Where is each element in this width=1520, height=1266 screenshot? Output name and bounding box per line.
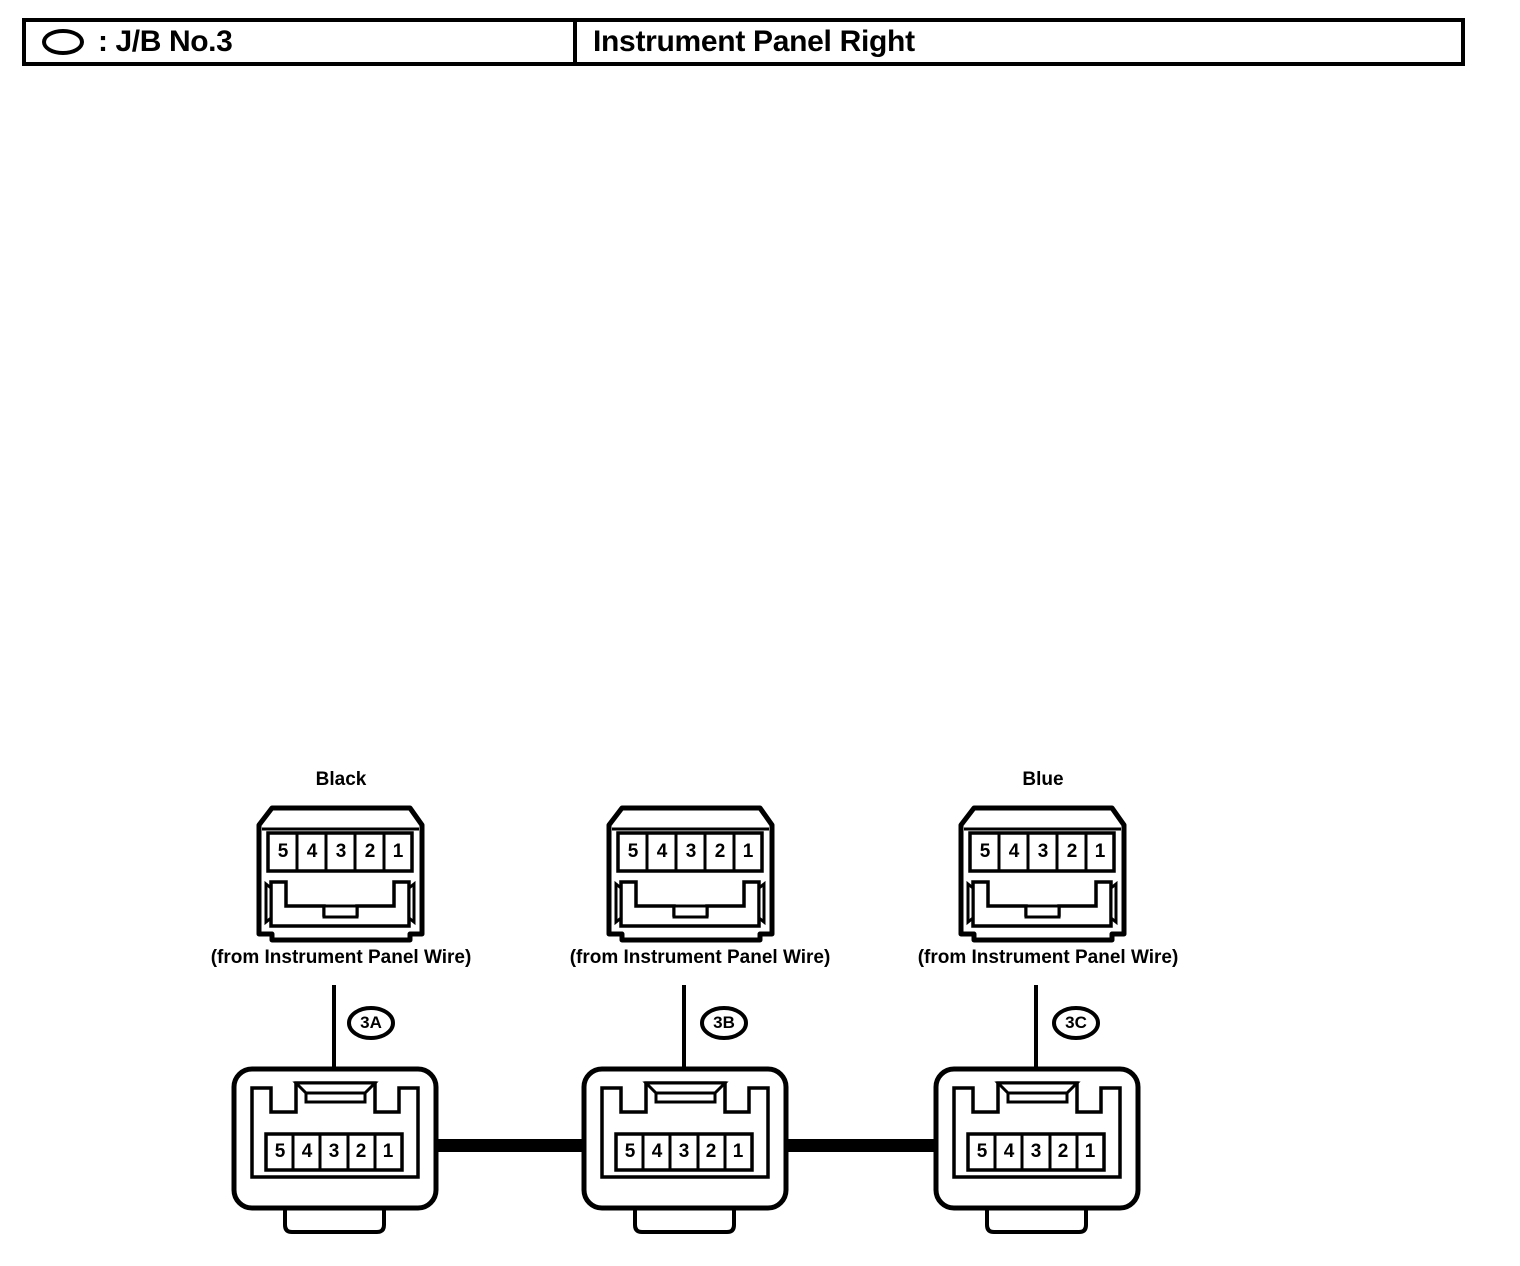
top-c-pin-4: 4	[1008, 841, 1020, 862]
top-connector-b	[606, 805, 775, 943]
bottom-c-pin-2: 2	[1057, 1141, 1069, 1162]
bottom-connector-a	[231, 1066, 439, 1234]
bottom-c-pin-4: 4	[1003, 1141, 1015, 1162]
top-connector-c-color-label: Blue	[1022, 769, 1064, 790]
top-c-pin-5: 5	[979, 841, 991, 862]
top-a-pin-5: 5	[277, 841, 289, 862]
top-b-pin-4: 4	[656, 841, 668, 862]
bottom-b-pin-2: 2	[705, 1141, 717, 1162]
badge-3a-label: 3A	[360, 1013, 382, 1032]
badge-3b-label: 3B	[713, 1013, 735, 1032]
badge-3c-oval	[1052, 1006, 1100, 1040]
top-a-pin-2: 2	[364, 841, 376, 862]
bottom-b-pin-1: 1	[732, 1141, 744, 1162]
header-title-cell: Instrument Panel Right	[577, 22, 1461, 62]
top-a-pin-4: 4	[306, 841, 318, 862]
top-c-pin-1: 1	[1094, 841, 1106, 862]
bottom-b-pin-3: 3	[678, 1141, 690, 1162]
legend-label: : J/B No.3	[98, 25, 233, 58]
top-c-pin-2: 2	[1066, 841, 1078, 862]
bottom-a-pin-3: 3	[328, 1141, 340, 1162]
bottom-c-pin-5: 5	[976, 1141, 988, 1162]
top-connector-c-source-label: (from Instrument Panel Wire)	[917, 947, 1179, 968]
header-legend-left: : J/B No.3	[26, 22, 577, 62]
top-connector-c	[958, 805, 1127, 943]
top-c-pin-3: 3	[1037, 841, 1049, 862]
bottom-c-pin-3: 3	[1030, 1141, 1042, 1162]
badge-3a-oval	[347, 1006, 395, 1040]
top-a-pin-3: 3	[335, 841, 347, 862]
badge-3b-oval	[700, 1006, 748, 1040]
top-b-pin-5: 5	[627, 841, 639, 862]
bottom-a-pin-5: 5	[274, 1141, 286, 1162]
wire-b-to-c	[781, 1139, 951, 1152]
bottom-a-pin-1: 1	[382, 1141, 394, 1162]
bottom-a-pin-2: 2	[355, 1141, 367, 1162]
top-b-pin-3: 3	[685, 841, 697, 862]
header-legend-box: : J/B No.3 Instrument Panel Right	[22, 18, 1465, 66]
bottom-b-pin-4: 4	[651, 1141, 663, 1162]
bottom-c-pin-1: 1	[1084, 1141, 1096, 1162]
top-b-pin-2: 2	[714, 841, 726, 862]
bottom-connector-c	[933, 1066, 1141, 1234]
bottom-a-pin-4: 4	[301, 1141, 313, 1162]
bottom-b-pin-5: 5	[624, 1141, 636, 1162]
top-connector-a-color-label: Black	[315, 769, 367, 790]
wire-a-to-b	[430, 1139, 600, 1152]
top-connector-b-source-label: (from Instrument Panel Wire)	[569, 947, 831, 968]
page-title: Instrument Panel Right	[593, 25, 915, 58]
top-connector-a-source-label: (from Instrument Panel Wire)	[210, 947, 472, 968]
top-a-pin-1: 1	[392, 841, 404, 862]
top-b-pin-1: 1	[742, 841, 754, 862]
bottom-connector-b	[581, 1066, 789, 1234]
top-connector-a	[256, 805, 425, 943]
badge-3c-label: 3C	[1065, 1013, 1087, 1032]
oval-icon	[42, 29, 84, 55]
